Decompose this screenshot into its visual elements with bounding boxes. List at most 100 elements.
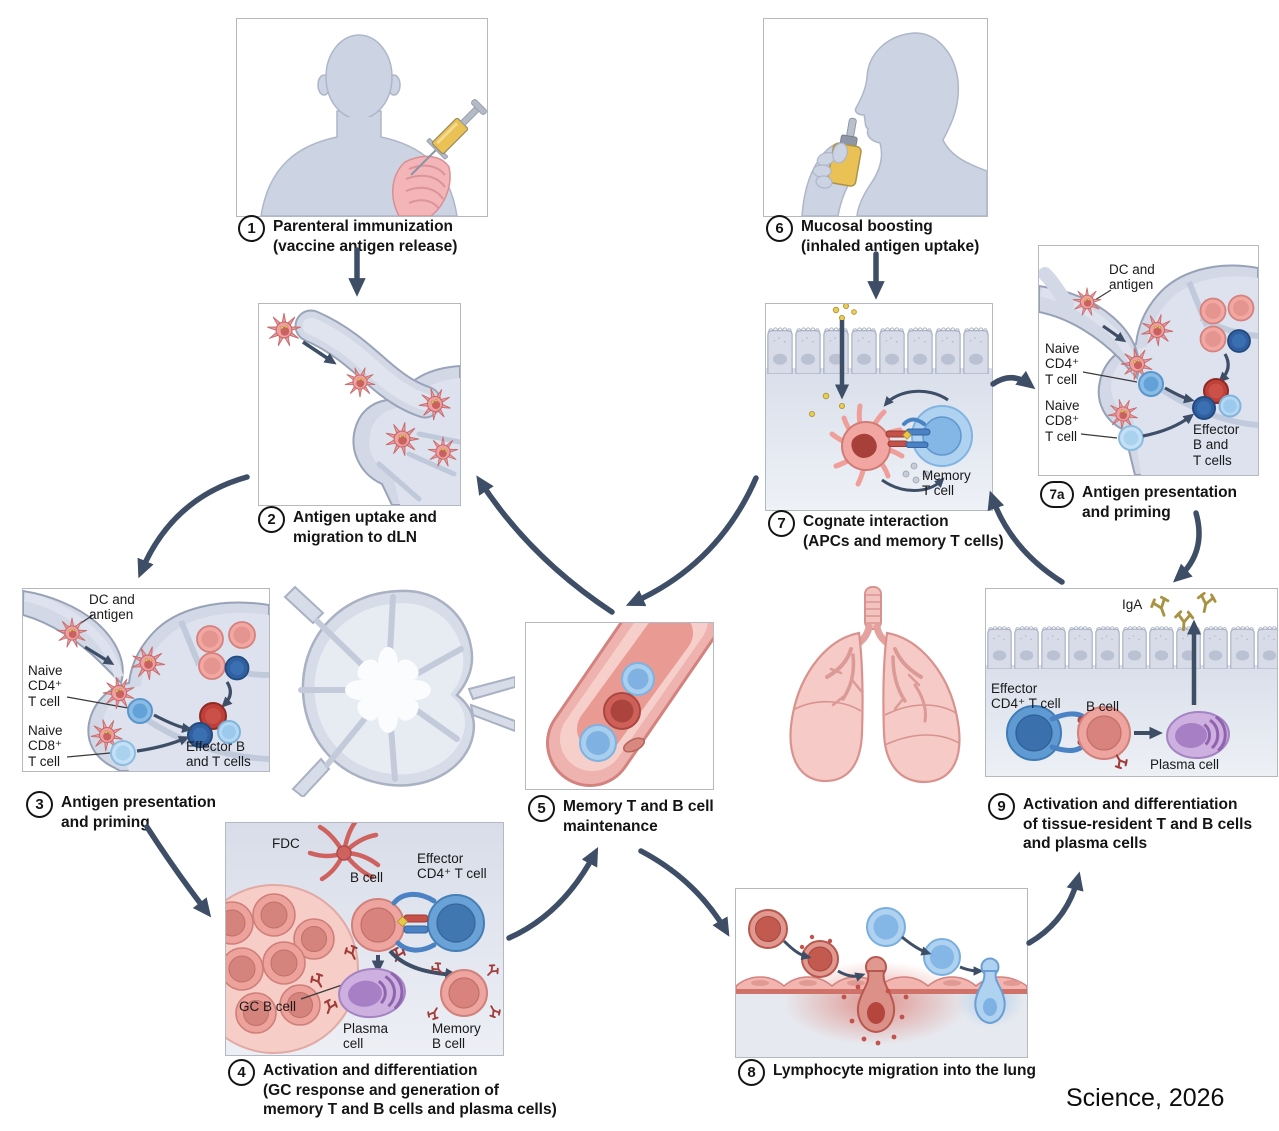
panel-antigen-presentation-7a: DC and antigen Naive CD4⁺ T cell Naive C… (1038, 245, 1259, 476)
lymph-node-illustration (283, 585, 516, 802)
priming-illustration-7a (1039, 246, 1258, 475)
deltoid-muscle (392, 155, 451, 216)
caption-step-3: 3 Antigen presentation and priming (26, 791, 216, 832)
platelet (623, 737, 645, 753)
person-profile (854, 32, 987, 216)
caption-step-7: 7 Cognate interaction (APCs and memory T… (768, 510, 1004, 551)
flow-arrow-5-8 (638, 848, 730, 937)
migration-arrow (84, 645, 115, 666)
proliferating-cells (1199, 294, 1255, 353)
transmigrating-blue-cell (974, 957, 1006, 1025)
step-text: Activation and differentiation (GC respo… (263, 1062, 557, 1119)
flow-arrow-2-3 (137, 474, 250, 579)
blue-lymphocyte (923, 938, 961, 976)
panel-tissue-resident: IgA Effector CD4⁺ T cell B cell Plasma c… (985, 588, 1278, 777)
naive-cd4-t-cell (127, 698, 153, 724)
step-badge: 8 (738, 1059, 765, 1086)
label-effector-cells: Effector B and T cells (1193, 422, 1240, 468)
parenteral-illustration (260, 34, 487, 216)
blue-lymphocyte (866, 907, 906, 947)
label-naive-cd8: Naive CD8⁺ T cell (1045, 398, 1080, 444)
transmigrating-red-cell (857, 956, 895, 1034)
label-plasma-cell: Plasma cell (1150, 757, 1220, 772)
step-text: Cognate interaction (APCs and memory T c… (803, 513, 1004, 550)
naive-cd4-t-cell (1138, 371, 1164, 397)
step-badge: 4 (228, 1059, 255, 1086)
step-badge: 2 (258, 506, 285, 533)
panel-parenteral-immunization (236, 18, 488, 217)
label-memory-t-cell: Memory T cell (922, 468, 971, 499)
caption-step-4: 4 Activation and differentiation (GC res… (228, 1059, 557, 1120)
cytokine-dots (902, 462, 930, 484)
label-effector-cells: Effector B and T cells (186, 739, 251, 770)
label-effector-cd4: Effector CD4⁺ T cell (417, 851, 487, 882)
memory-b-cell (621, 662, 655, 696)
lungs-illustration (763, 585, 983, 800)
effector-cd4-t-cell (427, 894, 485, 952)
panel-lymphocyte-migration (735, 888, 1028, 1058)
label-naive-cd4: Naive CD4⁺ T cell (28, 663, 63, 709)
flow-arrow-3-4 (144, 824, 212, 918)
label-b-cell: B cell (1086, 699, 1120, 714)
label-iga: IgA (1122, 597, 1143, 612)
gc-b-cells (226, 893, 335, 1034)
cognate-illustration (766, 304, 992, 510)
caption-step-7a: 7a Antigen presentation and priming (1040, 481, 1237, 522)
lymphatic-vessel-illustration (266, 309, 460, 505)
red-lymphocyte (748, 909, 788, 949)
flow-arrow-4-5 (506, 847, 599, 941)
caption-step-1: 1 Parenteral immunization (vaccine antig… (238, 215, 457, 256)
step-badge: 7a (1040, 481, 1074, 508)
naive-cd8-t-cell (1118, 425, 1144, 451)
mucosal-illustration (801, 32, 987, 216)
label-naive-cd4: Naive CD4⁺ T cell (1045, 341, 1080, 387)
memory-t-cell (911, 405, 973, 467)
effector-cells (187, 702, 241, 748)
migration-illustration (736, 907, 1027, 1057)
flow-arrow-7a-9 (1172, 510, 1202, 583)
step-badge: 1 (238, 215, 265, 242)
step-text: Activation and differentiation of tissue… (1023, 796, 1253, 853)
step-badge: 6 (766, 215, 793, 242)
panel-antigen-uptake (258, 303, 461, 506)
panel-antigen-presentation: DC and antigen Naive CD4⁺ T cell Naive C… (22, 588, 270, 772)
plasma-cell (338, 967, 406, 1019)
effector-cd4-t-cell (1006, 705, 1062, 761)
label-gc-b-cell: GC B cell (239, 999, 297, 1014)
caption-step-5: 5 Memory T and B cell maintenance (528, 795, 714, 836)
label-b-cell: B cell (350, 870, 384, 885)
hand (812, 142, 848, 189)
caption-step-2: 2 Antigen uptake and migration to dLN (258, 506, 437, 547)
panel-mucosal-boosting (763, 18, 988, 217)
panel-cognate-interaction: Memory T cell (765, 303, 993, 511)
step-badge: 3 (26, 791, 53, 818)
plasma-cell (1166, 710, 1230, 760)
flow-arrow-8-9 (1026, 871, 1084, 946)
label-effector-cd4: Effector CD4⁺ T cell (991, 681, 1061, 712)
migration-arrow (302, 340, 337, 365)
step-text: Antigen presentation and priming (1082, 484, 1238, 521)
label-plasma-cell: Plasma cell (343, 1021, 389, 1052)
chemokine-dots (799, 934, 909, 1046)
naive-cd8-t-cell (110, 740, 136, 766)
label-fdc: FDC (272, 836, 300, 851)
person-head (325, 34, 393, 120)
step-badge: 7 (768, 510, 795, 537)
antigen-particles (809, 304, 857, 418)
step-text: Mucosal boosting (inhaled antigen uptake… (801, 218, 980, 255)
tissue-resident-illustration (986, 590, 1277, 776)
epithelium-row (767, 327, 989, 374)
apc-cell (829, 403, 905, 487)
label-dc-antigen: DC and antigen (89, 592, 135, 623)
caption-step-6: 6 Mucosal boosting (inhaled antigen upta… (766, 215, 979, 256)
step-text: Memory T and B cell maintenance (563, 798, 714, 835)
germinal-center-illustration (226, 823, 503, 1054)
flow-arrow-7-5 (625, 475, 759, 607)
caption-step-8: 8 Lymphocyte migration into the lung (738, 1059, 1036, 1086)
red-lymphocyte (801, 940, 839, 978)
panel-gc-response: FDC B cell Effector CD4⁺ T cell GC B cel… (225, 822, 504, 1056)
epithelium-row (987, 626, 1277, 669)
step-badge: 5 (528, 795, 555, 822)
